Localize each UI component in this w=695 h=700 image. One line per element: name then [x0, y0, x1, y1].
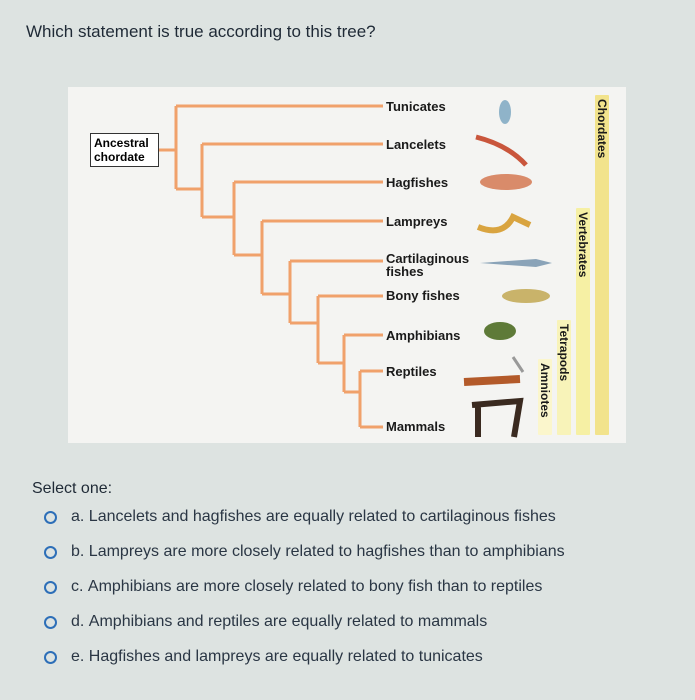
taxon-lampreys: Lampreys [386, 214, 448, 229]
ancestral-chordate-label: Ancestral chordate [90, 133, 159, 167]
taxon-bony-fishes: Bony fishes [386, 288, 460, 303]
option-d[interactable]: d. Amphibians and reptiles are equally r… [44, 613, 487, 631]
question-text: Which statement is true according to thi… [26, 22, 376, 41]
taxon-amphibians: Amphibians [386, 328, 461, 343]
taxon-cartilaginous-fishes: Cartilaginous fishes [386, 251, 470, 279]
clade-bar-amniotes: Amniotes [538, 359, 552, 435]
option-b[interactable]: b. Lampreys are more closely related to … [44, 543, 565, 561]
organism-illustrations [463, 100, 552, 438]
option-a[interactable]: a. Lancelets and hagfishes are equally r… [44, 508, 556, 526]
phylogenetic-tree-figure: Ancestral chordate Tunicates Lancelets H… [68, 87, 626, 443]
option-e[interactable]: e. Hagfishes and lampreys are equally re… [44, 648, 483, 666]
clade-bar-tetrapods: Tetrapods [557, 320, 571, 435]
taxon-tunicates: Tunicates [386, 99, 446, 114]
radio-circle-icon[interactable] [44, 545, 57, 559]
clade-bar-chordates: Chordates [595, 95, 609, 435]
taxon-lancelets: Lancelets [386, 137, 446, 152]
option-c[interactable]: c. Amphibians are more closely related t… [44, 578, 542, 596]
radio-circle-icon[interactable] [44, 615, 57, 629]
clade-bar-vertebrates: Vertebrates [576, 208, 590, 435]
taxon-reptiles: Reptiles [386, 364, 437, 379]
select-one-prompt: Select one: [32, 480, 113, 497]
radio-circle-icon[interactable] [44, 510, 57, 524]
taxon-mammals: Mammals [386, 419, 446, 434]
radio-circle-icon[interactable] [44, 580, 57, 594]
tree-branches [159, 100, 552, 438]
taxon-hagfishes: Hagfishes [386, 175, 449, 190]
radio-circle-icon[interactable] [44, 650, 57, 664]
